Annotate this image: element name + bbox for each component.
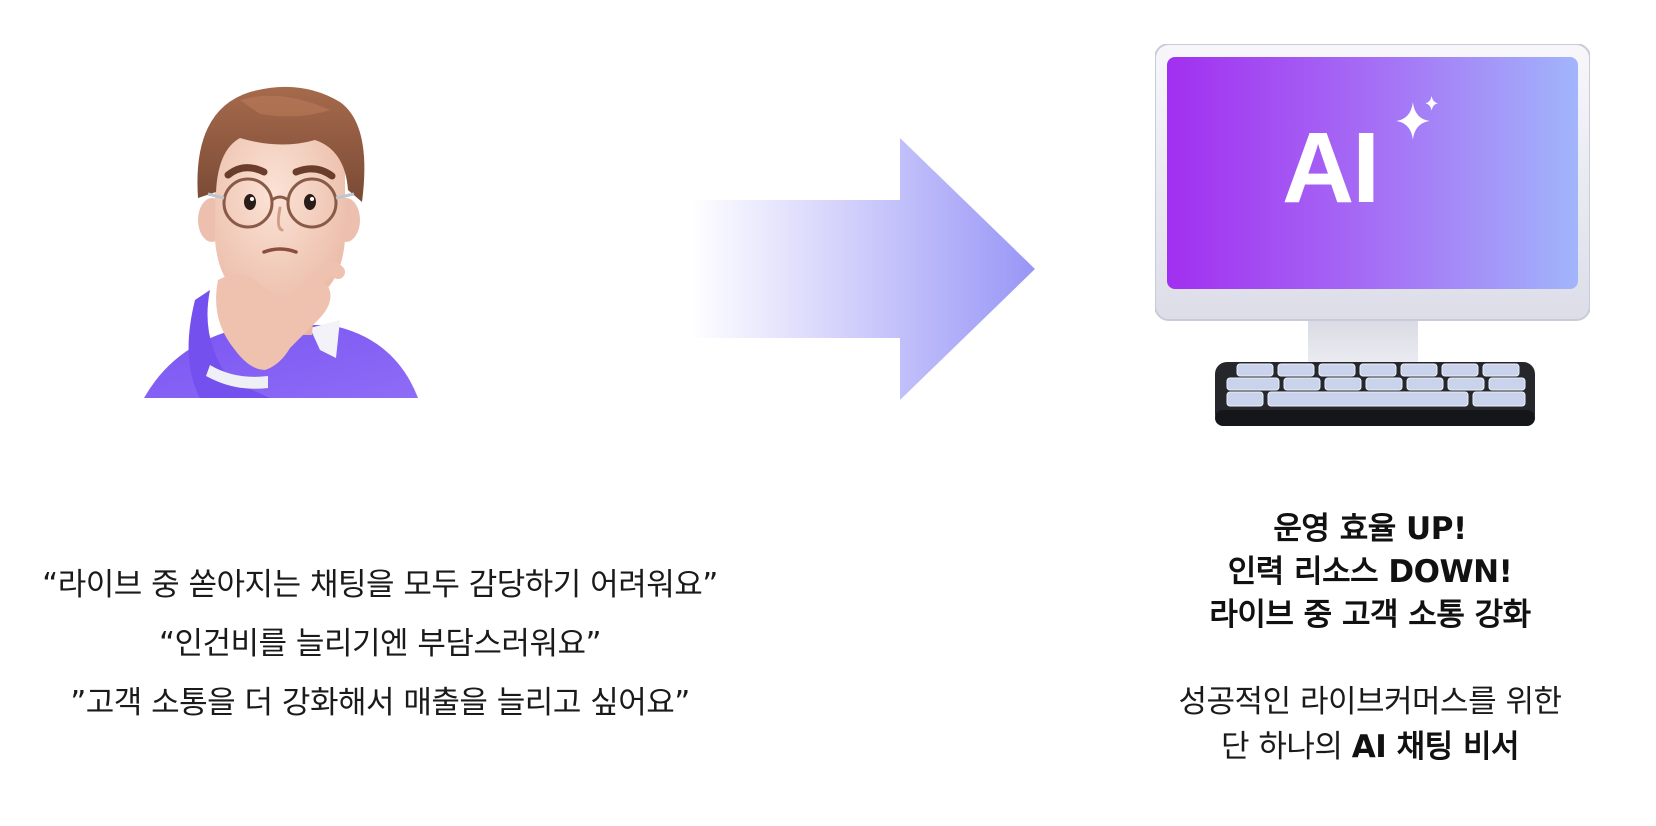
tagline-line1: 성공적인 라이브커머스를 위한 <box>1178 684 1562 720</box>
benefit-1: 운영 효율 UP! <box>1273 511 1467 547</box>
computer-monitor-illustration <box>1155 44 1590 426</box>
benefit-2: 인력 리소스 DOWN! <box>1227 554 1513 590</box>
tagline-line2: 단 하나의 AI 채팅 비서 <box>1140 725 1600 770</box>
customer-quotes: “라이브 중 쏟아지는 채팅을 모두 감당하기 어려워요” “인건비를 늘리기엔… <box>0 556 760 733</box>
quote-2: “인건비를 늘리기엔 부담스러워요” <box>158 626 602 662</box>
quote-1: “라이브 중 쏟아지는 채팅을 모두 감당하기 어려워요” <box>42 567 718 603</box>
benefits-list: 운영 효율 UP! 인력 리소스 DOWN! 라이브 중 고객 소통 강화 <box>1150 508 1590 637</box>
screen-ai-label: AI <box>1282 112 1380 224</box>
benefit-3: 라이브 중 고객 소통 강화 <box>1209 597 1531 633</box>
tagline-emphasis: AI 채팅 비서 <box>1351 729 1520 765</box>
arrow-right-icon <box>690 138 1035 400</box>
thinking-person-illustration <box>144 86 418 398</box>
tagline: 성공적인 라이브커머스를 위한 단 하나의 AI 채팅 비서 <box>1140 680 1600 770</box>
sparkle-icon <box>1396 96 1438 140</box>
tagline-prefix: 단 하나의 <box>1221 729 1352 765</box>
quote-3: ”고객 소통을 더 강화해서 매출을 늘리고 싶어요” <box>70 685 690 721</box>
